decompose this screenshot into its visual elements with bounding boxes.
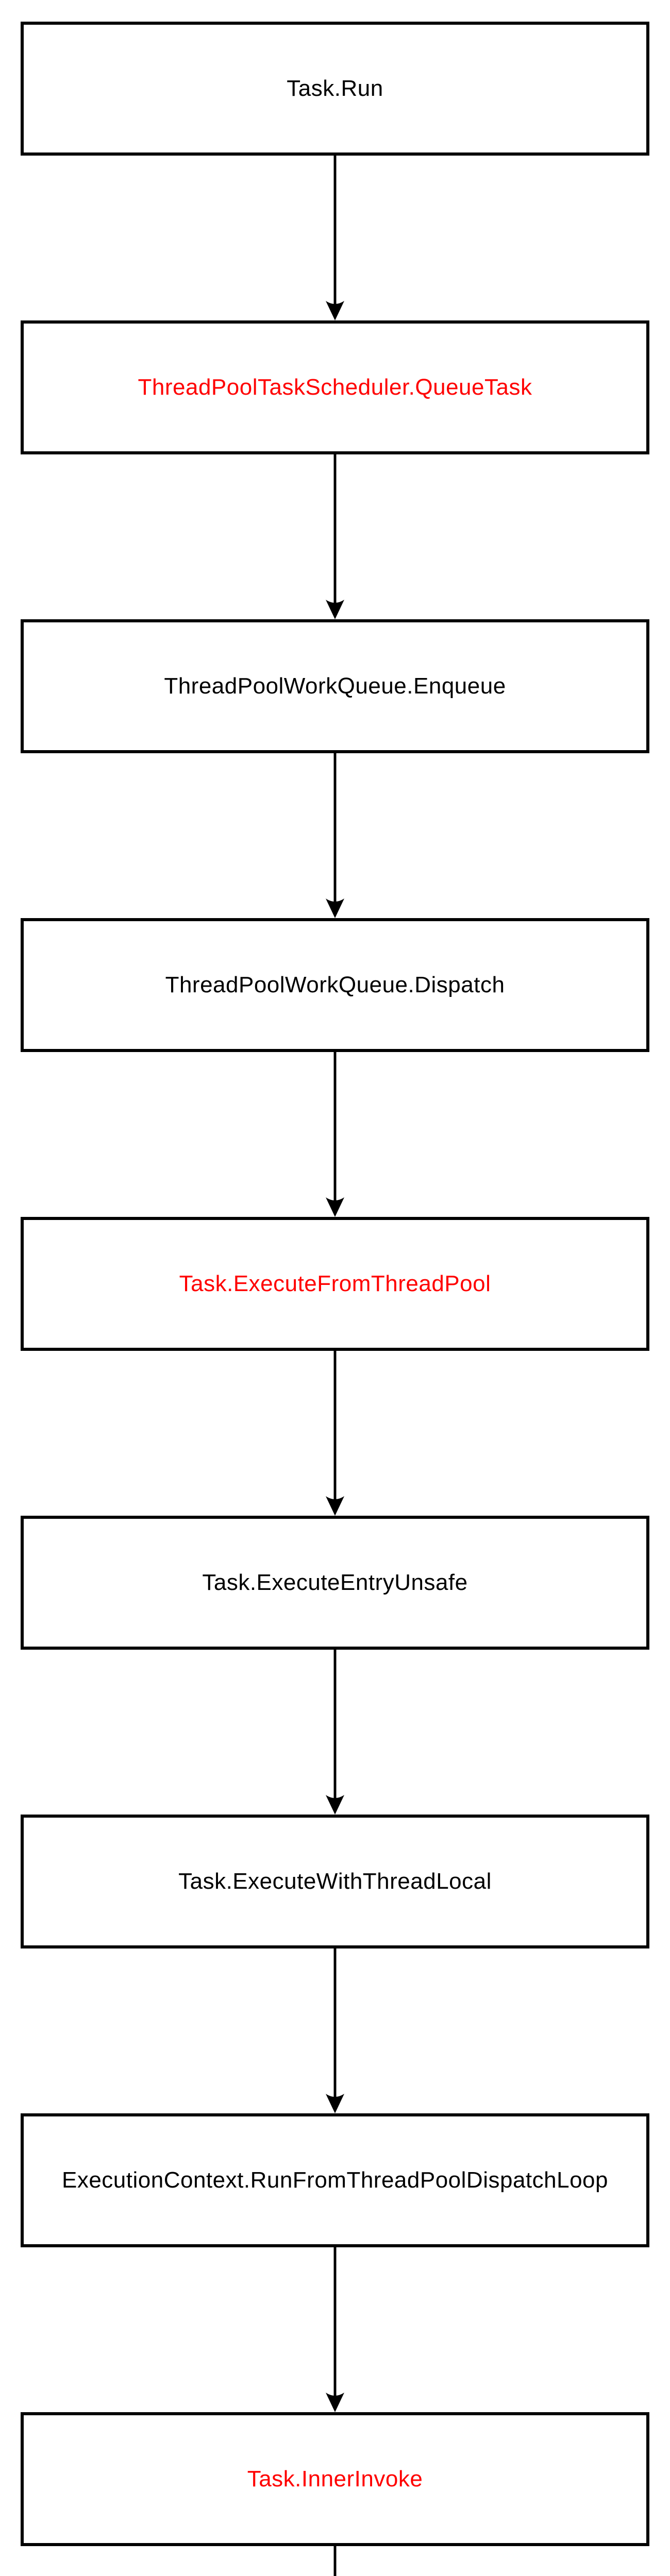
arrow-down-icon — [326, 1052, 344, 1217]
flow-node-executewiththreadlocal: Task.ExecuteWithThreadLocal — [21, 1815, 649, 1948]
flow-node-dispatch: ThreadPoolWorkQueue.Dispatch — [21, 918, 649, 1052]
arrow-head — [326, 1197, 344, 1217]
arrow-down-icon — [326, 156, 344, 320]
arrow-head — [326, 600, 344, 619]
flow-node-executefromthreadpool: Task.ExecuteFromThreadPool — [21, 1217, 649, 1351]
node-label: ThreadPoolTaskScheduler.QueueTask — [138, 375, 532, 400]
flow-node-innerinvoke: Task.InnerInvoke — [21, 2412, 649, 2546]
node-label: ExecutionContext.RunFromThreadPoolDispat… — [61, 2167, 608, 2193]
arrow-down-icon — [326, 1650, 344, 1815]
flow-node-queuetask: ThreadPoolTaskScheduler.QueueTask — [21, 320, 649, 454]
arrow-down-icon — [326, 753, 344, 918]
node-label: Task.Run — [287, 76, 383, 101]
arrow-down-icon — [326, 1948, 344, 2113]
flow-node-executeentryunsafe: Task.ExecuteEntryUnsafe — [21, 1516, 649, 1650]
flow-node-task-run: Task.Run — [21, 22, 649, 156]
node-label: ThreadPoolWorkQueue.Enqueue — [164, 673, 506, 699]
arrow-head — [326, 301, 344, 320]
flow-node-enqueue: ThreadPoolWorkQueue.Enqueue — [21, 619, 649, 753]
arrow-down-icon — [326, 454, 344, 619]
arrow-head — [326, 1496, 344, 1516]
node-label: Task.ExecuteFromThreadPool — [179, 1271, 491, 1296]
arrow-down-icon — [326, 1351, 344, 1516]
arrow-head — [326, 899, 344, 918]
arrow-head — [326, 2393, 344, 2412]
arrow-down-icon — [333, 2546, 337, 2576]
arrow-down-icon — [326, 2247, 344, 2412]
flow-node-runfromthreadpooldispatchloop: ExecutionContext.RunFromThreadPoolDispat… — [21, 2113, 649, 2247]
arrow-head — [326, 2094, 344, 2113]
node-label: Task.ExecuteWithThreadLocal — [178, 1869, 492, 1894]
arrow-head — [326, 1795, 344, 1815]
node-label: Task.InnerInvoke — [247, 2466, 423, 2492]
node-label: ThreadPoolWorkQueue.Dispatch — [165, 972, 505, 997]
node-label: Task.ExecuteEntryUnsafe — [202, 1570, 468, 1595]
